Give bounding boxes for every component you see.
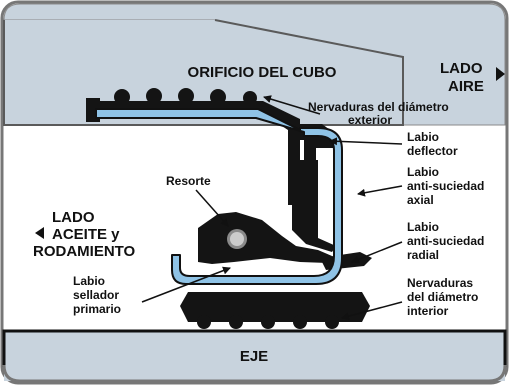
svg-text:RODAMIENTO: RODAMIENTO <box>33 243 136 260</box>
callout-axial-1: Labio <box>407 165 439 179</box>
callout-id-ribs-2: del diámetro <box>407 290 478 304</box>
callout-radial-1: Labio <box>407 220 439 234</box>
callout-primary-arrow <box>141 266 231 303</box>
oil-side-label: LADO ACEITE y RODAMIENTO <box>33 209 136 260</box>
callout-spring-arrow <box>195 189 229 227</box>
callout-deflector-arrow <box>329 137 403 146</box>
callout-id-ribs-1: Nervaduras <box>407 276 473 290</box>
shaft-frame-edge <box>2 364 507 383</box>
callout-radial-arrow <box>351 241 403 264</box>
spring <box>223 225 251 253</box>
air-side-arrow-icon <box>496 67 505 81</box>
shaft-surface-line <box>2 329 507 367</box>
callout-primary-1: Labio <box>73 274 105 288</box>
svg-text:LADO: LADO <box>440 60 483 77</box>
shaft-label: EJE <box>240 348 268 365</box>
callout-primary-3: primario <box>73 302 121 316</box>
callout-radial-2: anti-suciedad <box>407 234 484 248</box>
callout-axial-3: axial <box>407 193 434 207</box>
air-side-label: LADO AIRE <box>440 60 505 95</box>
callout-id-ribs-3: interior <box>407 304 449 318</box>
callout-id-ribs-arrow <box>341 301 403 321</box>
callout-axial-2: anti-suciedad <box>407 179 484 193</box>
bore-label: ORIFICIO DEL CUBO <box>188 64 337 81</box>
svg-text:ACEITE y: ACEITE y <box>52 226 120 243</box>
callout-od-ribs-arrow <box>263 95 321 115</box>
callout-od-ribs-2: exterior <box>348 113 392 127</box>
callout-deflector-1: Labio <box>407 130 439 144</box>
bore-wall <box>3 19 404 126</box>
callout-od-ribs-1: Nervaduras del diámetro <box>308 100 449 114</box>
callout-spring: Resorte <box>166 174 211 188</box>
callout-deflector-2: deflector <box>407 144 458 158</box>
svg-text:LADO: LADO <box>52 209 95 226</box>
callout-primary-2: sellador <box>73 288 119 302</box>
oil-side-arrow-icon <box>35 227 44 239</box>
svg-text:AIRE: AIRE <box>448 78 484 95</box>
callout-radial-3: radial <box>407 248 439 262</box>
callout-axial-arrow <box>357 185 403 197</box>
hub-bore-region <box>3 3 506 126</box>
metal-insert <box>95 108 343 285</box>
